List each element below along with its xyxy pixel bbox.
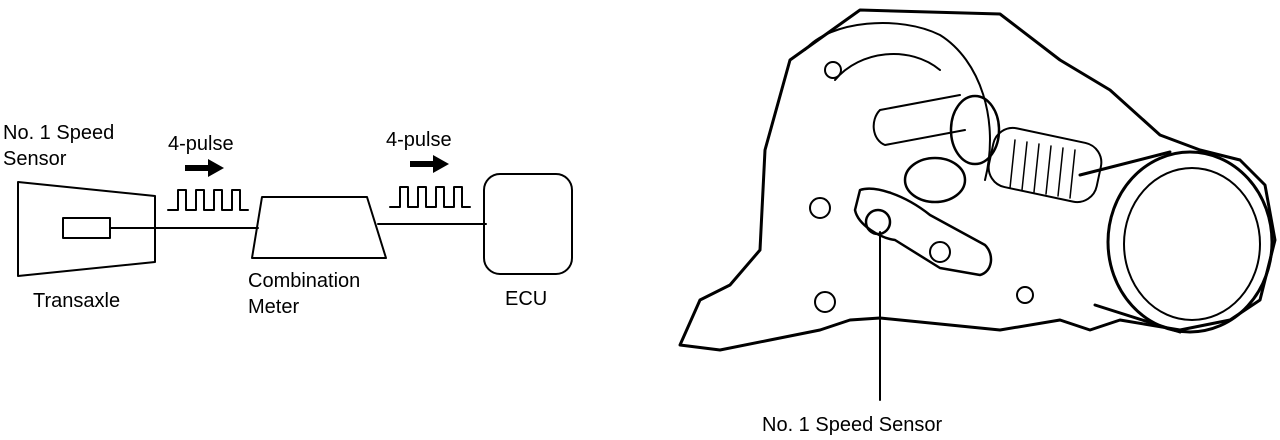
schematic-diagram [17,155,573,277]
pulse-right-label: 4-pulse [386,129,452,151]
sensor-bracket [853,187,993,277]
transaxle-block [17,181,156,277]
ecu-label: ECU [505,288,548,310]
flange-ring [804,22,991,181]
pulse-left-label: 4-pulse [168,133,234,155]
speed-sensor-element [62,217,111,239]
callout-label: No. 1 Speed Sensor [762,414,943,436]
meter-label-line1: Combination [248,270,361,292]
sensor-bolt [864,208,892,236]
sensor-label-line1: No. 1 Speed [3,122,115,144]
output-drum-face [1106,150,1274,334]
housing-bolt-1 [809,197,831,219]
meter-label-line2: Meter [248,296,300,318]
housing-bolt-3 [824,61,842,79]
pulse-train-left [167,189,249,211]
combination-meter-block [251,196,387,259]
transaxle-illustration [678,8,1277,401]
pulse-arrow-left [185,159,224,177]
pulse-train-right [389,186,471,208]
spline-shaft [987,126,1103,204]
transaxle-housing [678,8,1277,352]
housing-bolt-2 [814,291,836,313]
ecu-block [483,173,573,275]
sensor-bolt-2 [929,241,951,263]
housing-bolt-4 [1016,286,1034,304]
spline-teeth [1009,139,1076,199]
output-drum-inner [1123,167,1261,321]
flange-inner [834,53,941,81]
speedometer-shaft [872,94,966,146]
transaxle-label: Transaxle [33,290,121,312]
drive-gear [949,94,1001,166]
pulse-arrow-right [410,155,449,173]
output-drum-body [1078,150,1182,334]
driven-gear [903,156,967,204]
sensor-label-line2: Sensor [3,148,67,170]
